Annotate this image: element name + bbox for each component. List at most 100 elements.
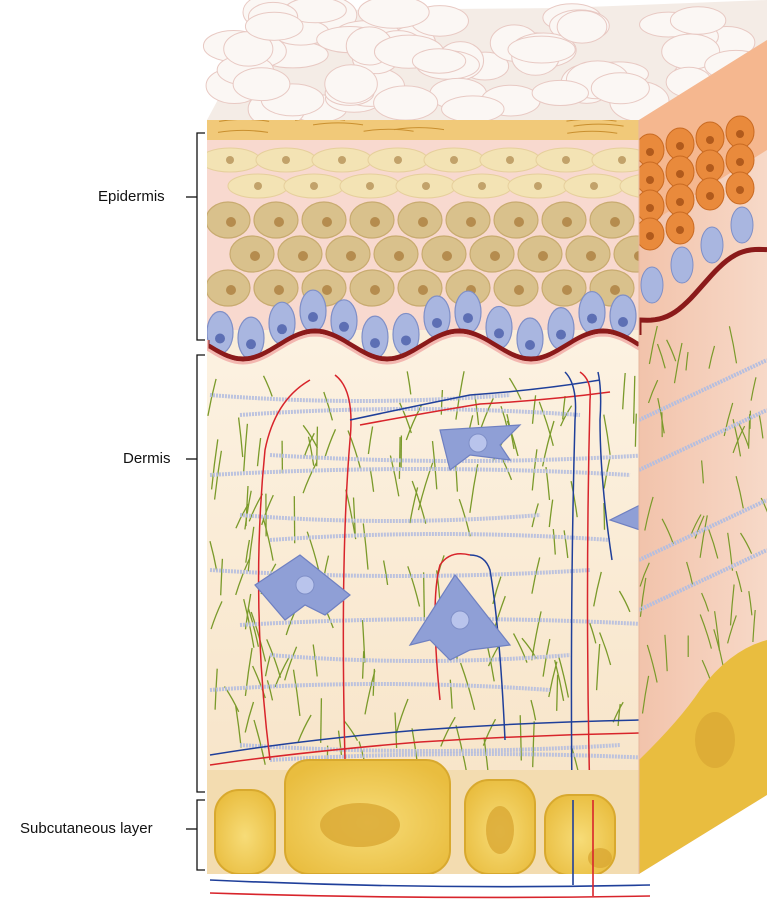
keratin-flake bbox=[557, 11, 607, 43]
cell-nucleus bbox=[618, 156, 626, 164]
fibroblast-nucleus bbox=[469, 434, 487, 452]
cell-nucleus bbox=[215, 334, 225, 344]
fat-cell bbox=[486, 806, 514, 854]
epidermis-bracket bbox=[197, 133, 205, 340]
basal-cell bbox=[701, 227, 723, 263]
cell-nucleus bbox=[514, 285, 524, 295]
cell-nucleus bbox=[676, 198, 684, 206]
fibroblast-nucleus bbox=[296, 576, 314, 594]
cell-nucleus bbox=[226, 285, 236, 295]
elastin-fiber bbox=[399, 437, 400, 479]
cell-nucleus bbox=[646, 176, 654, 184]
cell-nucleus bbox=[418, 285, 428, 295]
cell-nucleus bbox=[646, 204, 654, 212]
cell-nucleus bbox=[274, 217, 284, 227]
cell-nucleus bbox=[338, 156, 346, 164]
fat-cell bbox=[320, 803, 400, 847]
cell-nucleus bbox=[322, 285, 332, 295]
cell-nucleus bbox=[282, 156, 290, 164]
cell-nucleus bbox=[346, 251, 356, 261]
basal-cell bbox=[641, 267, 663, 303]
cell-nucleus bbox=[646, 148, 654, 156]
basal-cell bbox=[731, 207, 753, 243]
elastin-fiber bbox=[557, 675, 558, 711]
cell-nucleus bbox=[556, 330, 566, 340]
cell-nucleus bbox=[676, 170, 684, 178]
cell-nucleus bbox=[706, 192, 714, 200]
cell-nucleus bbox=[514, 217, 524, 227]
cell-nucleus bbox=[736, 130, 744, 138]
cell-nucleus bbox=[226, 156, 234, 164]
keratin-flake bbox=[245, 12, 303, 40]
cell-nucleus bbox=[525, 340, 535, 350]
cell-nucleus bbox=[298, 251, 308, 261]
subcutaneous-layer-label: Subcutaneous layer bbox=[20, 820, 153, 837]
cell-nucleus bbox=[736, 186, 744, 194]
epidermis-label: Epidermis bbox=[98, 188, 165, 205]
cell-nucleus bbox=[490, 251, 500, 261]
cell-nucleus bbox=[706, 164, 714, 172]
keratin-flake bbox=[374, 86, 438, 120]
keratin-flake bbox=[325, 65, 378, 104]
keratin-flake bbox=[591, 73, 649, 104]
side-face bbox=[636, 0, 767, 906]
cell-nucleus bbox=[370, 338, 380, 348]
cell-nucleus bbox=[370, 217, 380, 227]
cell-nucleus bbox=[418, 217, 428, 227]
cell-nucleus bbox=[587, 314, 597, 324]
subcutaneous-bracket bbox=[197, 800, 205, 870]
basal-cell bbox=[455, 291, 481, 333]
cell-nucleus bbox=[618, 317, 628, 327]
dermis-bracket bbox=[197, 355, 205, 792]
keratin-flake bbox=[412, 49, 465, 73]
cell-nucleus bbox=[394, 156, 402, 164]
cell-nucleus bbox=[322, 217, 332, 227]
cell-nucleus bbox=[706, 136, 714, 144]
cell-nucleus bbox=[538, 251, 548, 261]
cell-nucleus bbox=[310, 182, 318, 190]
cell-nucleus bbox=[450, 156, 458, 164]
cell-nucleus bbox=[676, 142, 684, 150]
cell-nucleus bbox=[366, 182, 374, 190]
fibroblast-nucleus bbox=[451, 611, 469, 629]
basal-cell bbox=[517, 318, 543, 360]
cell-nucleus bbox=[610, 285, 620, 295]
cell-nucleus bbox=[339, 322, 349, 332]
cell-nucleus bbox=[432, 318, 442, 328]
cell-nucleus bbox=[442, 251, 452, 261]
elastin-fiber bbox=[321, 698, 322, 743]
front-face bbox=[200, 108, 690, 880]
cell-nucleus bbox=[246, 339, 256, 349]
keratin-flake bbox=[233, 68, 290, 101]
cell-nucleus bbox=[394, 251, 404, 261]
basal-cell bbox=[579, 292, 605, 334]
cell-nucleus bbox=[401, 335, 411, 345]
cell-nucleus bbox=[494, 328, 504, 338]
basal-cell bbox=[671, 247, 693, 283]
basal-cell bbox=[300, 290, 326, 332]
cell-nucleus bbox=[308, 312, 318, 322]
cell-nucleus bbox=[590, 182, 598, 190]
elastin-fiber bbox=[424, 572, 425, 620]
cell-nucleus bbox=[466, 217, 476, 227]
cell-nucleus bbox=[586, 251, 596, 261]
cell-nucleus bbox=[254, 182, 262, 190]
fat-cell bbox=[588, 848, 612, 868]
dermis-label: Dermis bbox=[123, 450, 171, 467]
cell-nucleus bbox=[736, 158, 744, 166]
cell-nucleus bbox=[562, 217, 572, 227]
cell-nucleus bbox=[478, 182, 486, 190]
cell-nucleus bbox=[463, 313, 473, 323]
cell-nucleus bbox=[534, 182, 542, 190]
cell-nucleus bbox=[562, 156, 570, 164]
cell-nucleus bbox=[277, 324, 287, 334]
cell-nucleus bbox=[370, 285, 380, 295]
label-brackets bbox=[186, 133, 205, 870]
cell-nucleus bbox=[646, 232, 654, 240]
keratin-flake bbox=[442, 96, 504, 122]
keratin-flake bbox=[532, 80, 588, 105]
keratin-flake bbox=[358, 0, 429, 28]
cell-nucleus bbox=[226, 217, 236, 227]
cell-nucleus bbox=[610, 217, 620, 227]
